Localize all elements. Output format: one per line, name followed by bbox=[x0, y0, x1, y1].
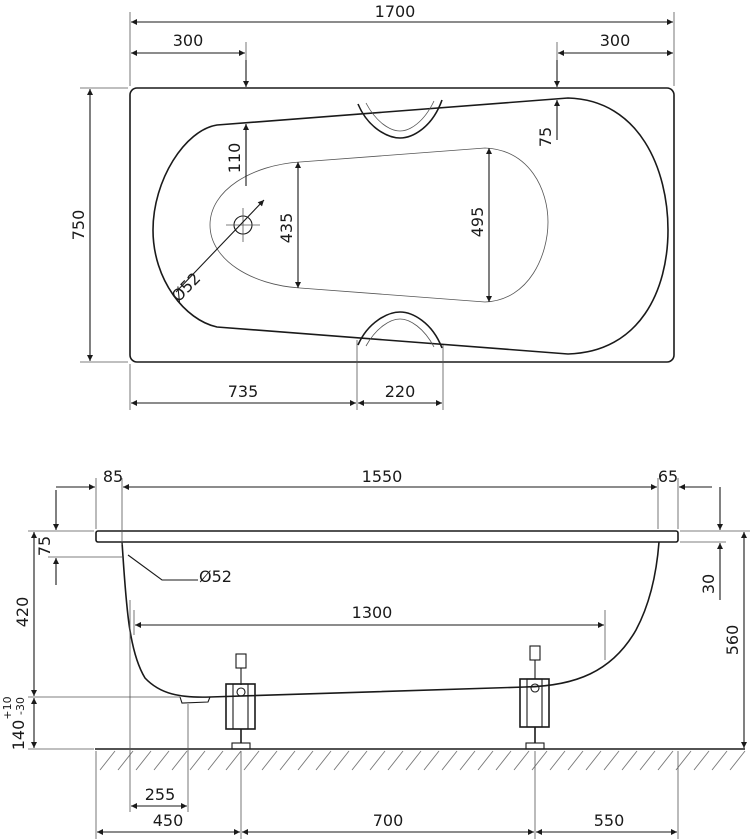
tub-outline bbox=[129, 87, 675, 363]
dim-inner-width-foot-label: 495 bbox=[468, 207, 487, 238]
dim-leg-right-offset-label: 550 bbox=[594, 811, 625, 830]
handle-recess-top bbox=[357, 99, 443, 139]
floor-hatching bbox=[99, 750, 746, 771]
dim-head-rim-label: 110 bbox=[225, 143, 244, 174]
dim-inner-width-head-label: 435 bbox=[277, 213, 296, 244]
dim-leg-left-offset-label: 450 bbox=[153, 811, 184, 830]
dim-left-offset-label: 300 bbox=[173, 31, 204, 50]
outlet-leader bbox=[127, 554, 198, 581]
dim-leg-spacing-label: 700 bbox=[373, 811, 404, 830]
dim-leg-tol-plus: +10 bbox=[1, 696, 14, 719]
dim-depth-left-label: 420 bbox=[13, 597, 32, 628]
drain-leader bbox=[175, 199, 265, 293]
handle-recess-bottom-inner bbox=[365, 318, 435, 348]
dim-right-rim-label: 65 bbox=[658, 467, 678, 486]
tub-floor-contour bbox=[209, 147, 549, 303]
dim-handle-width-label: 220 bbox=[385, 382, 416, 401]
tub-rim bbox=[95, 530, 679, 543]
dim-bottom-length-label: 1300 bbox=[352, 603, 393, 622]
dim-outlet-offset-label: 255 bbox=[145, 785, 176, 804]
side-view: 85 1550 65 75 420 140 +10 -30 Ø52 30 560… bbox=[1, 467, 750, 839]
dim-overall-length-label: 1700 bbox=[375, 2, 416, 21]
dim-rim-depth-label: 75 bbox=[35, 536, 54, 556]
tub-inner-contour bbox=[152, 97, 669, 355]
dim-width-label: 750 bbox=[69, 210, 88, 241]
tub-body-profile bbox=[121, 541, 660, 698]
outlet-diameter-label: Ø52 bbox=[199, 567, 232, 586]
tub-outlet bbox=[179, 696, 211, 704]
dim-inner-length-label: 1550 bbox=[362, 467, 403, 486]
dim-right-offset-label: 300 bbox=[600, 31, 631, 50]
dim-rim-thickness-label: 30 bbox=[699, 574, 718, 594]
handle-recess-bottom bbox=[357, 311, 443, 349]
dim-total-height-label: 560 bbox=[723, 625, 742, 656]
dim-leg-tol-minus: -30 bbox=[14, 697, 27, 715]
handle-recess-top-inner bbox=[365, 100, 435, 132]
dim-handle-offset-label: 735 bbox=[228, 382, 259, 401]
top-view: Ø52 1700 300 300 110 75 750 4 bbox=[69, 2, 675, 410]
dim-leg-height-label: 140 bbox=[9, 720, 28, 751]
leg-left bbox=[225, 653, 256, 750]
leg-right bbox=[519, 645, 550, 750]
dim-left-rim-label: 85 bbox=[103, 467, 123, 486]
drain-diameter-label: Ø52 bbox=[168, 269, 205, 306]
dim-foot-rim-label: 75 bbox=[536, 127, 555, 147]
